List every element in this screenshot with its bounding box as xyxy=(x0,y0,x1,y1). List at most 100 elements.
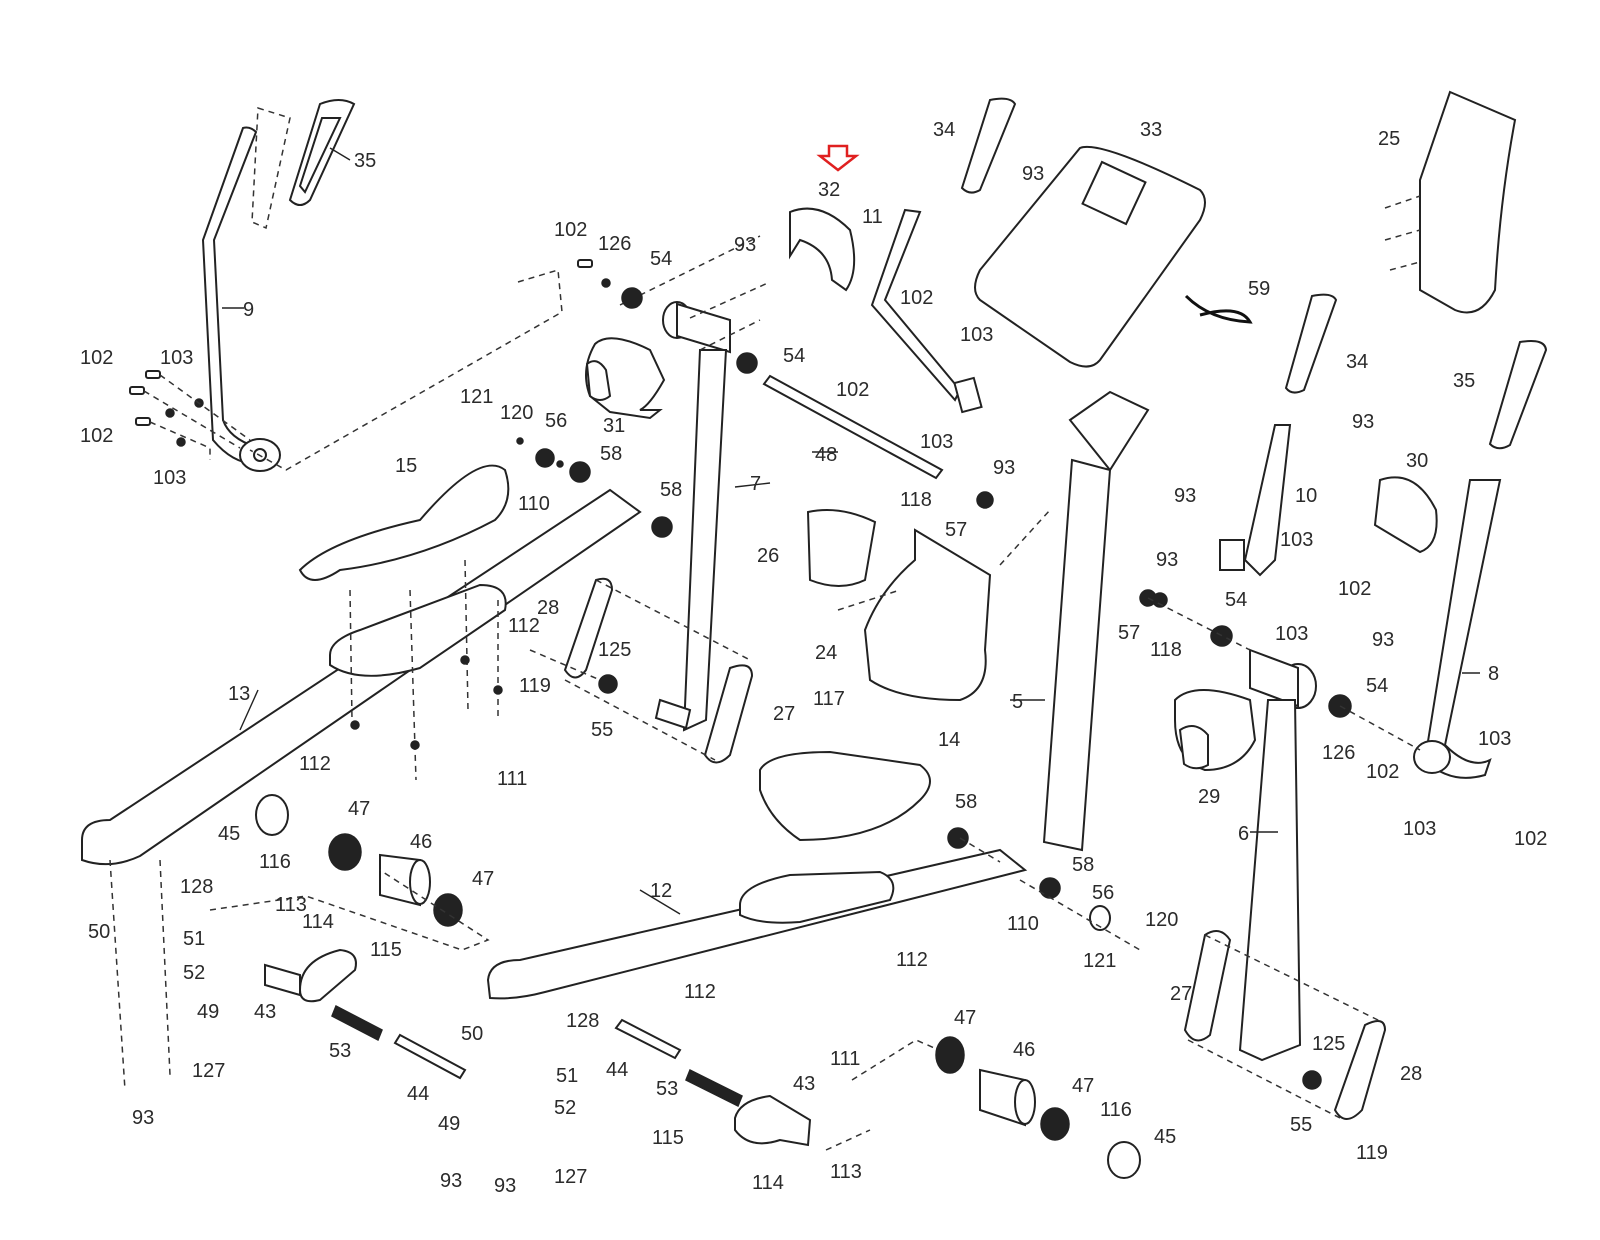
label: 57 xyxy=(945,519,967,541)
label: 112 xyxy=(508,615,540,637)
part-32-cover xyxy=(789,207,856,292)
part-28-cover-right xyxy=(1333,1020,1387,1120)
label: 115 xyxy=(370,939,402,961)
label: 34 xyxy=(933,119,955,141)
label: 93 xyxy=(1174,485,1196,507)
label: 127 xyxy=(192,1060,225,1082)
label: 31 xyxy=(603,415,625,437)
label: 50 xyxy=(88,921,110,943)
part-30-cover xyxy=(1373,476,1438,554)
label: 12 xyxy=(650,880,672,902)
label: 10 xyxy=(1295,485,1317,507)
part-6-arm xyxy=(1238,648,1317,1062)
part-45-cap xyxy=(255,794,289,836)
part-15-pedal xyxy=(298,464,510,581)
label: 48 xyxy=(815,444,837,466)
label: 28 xyxy=(537,597,559,619)
label: 26 xyxy=(757,545,779,567)
label: 57 xyxy=(1118,622,1140,644)
label: 34 xyxy=(1346,351,1368,373)
label: 111 xyxy=(497,768,527,790)
label: 103 xyxy=(960,324,993,346)
label: 15 xyxy=(395,455,417,477)
label: 45 xyxy=(218,823,240,845)
label: 102 xyxy=(900,287,933,309)
label: 120 xyxy=(1145,909,1178,931)
label: 103 xyxy=(153,467,186,489)
label: 6 xyxy=(1238,823,1249,845)
part-28-cover xyxy=(563,577,614,679)
label: 58 xyxy=(660,479,682,501)
part-5-upright xyxy=(1042,390,1150,852)
part-47-bearing-d xyxy=(1040,1107,1070,1141)
label: 102 xyxy=(1514,828,1547,850)
part-47-bearing-b xyxy=(433,893,463,927)
label: 125 xyxy=(598,639,631,661)
label: 116 xyxy=(259,851,291,873)
label: 11 xyxy=(862,206,883,228)
label: 44 xyxy=(606,1059,628,1081)
label: 103 xyxy=(1403,818,1436,840)
highlight-arrow-icon xyxy=(816,144,860,172)
label: 53 xyxy=(329,1040,351,1062)
part-35-grip-left xyxy=(288,99,356,206)
label: 51 xyxy=(556,1065,578,1087)
part-27-cover-right xyxy=(1183,930,1232,1042)
part-labels: 35 9 102 103 102 103 102 126 54 93 32 54… xyxy=(80,119,1547,1197)
label: 35 xyxy=(354,150,376,172)
label: 118 xyxy=(1150,639,1182,661)
label: 54 xyxy=(1225,589,1247,611)
label: 120 xyxy=(500,402,533,424)
part-43-crank-b xyxy=(734,1094,812,1147)
part-12-bar xyxy=(486,848,1028,1000)
part-34-grip-right xyxy=(1284,293,1338,394)
label: 46 xyxy=(1013,1039,1035,1061)
label: 93 xyxy=(1372,629,1394,651)
part-9-handle xyxy=(201,126,281,472)
label: 93 xyxy=(734,234,756,256)
part-34-grip-top xyxy=(960,97,1017,194)
part-24-shroud xyxy=(863,528,992,702)
label: 47 xyxy=(954,1007,976,1029)
label: 103 xyxy=(920,431,953,453)
label: 46 xyxy=(410,831,432,853)
label: 103 xyxy=(1275,623,1308,645)
part-59-cable xyxy=(1184,294,1253,324)
label: 55 xyxy=(1290,1114,1312,1136)
label: 102 xyxy=(554,219,587,241)
label: 126 xyxy=(1322,742,1355,764)
label: 113 xyxy=(830,1161,862,1183)
label: 49 xyxy=(197,1001,219,1023)
fasteners-left-group xyxy=(129,370,251,460)
label: 8 xyxy=(1488,663,1499,685)
part-7-arm xyxy=(654,301,731,732)
part-47-bearing-a xyxy=(328,833,362,871)
label: 52 xyxy=(554,1097,576,1119)
label: 5 xyxy=(1012,691,1023,713)
label: 52 xyxy=(183,962,205,984)
part-31-shroud xyxy=(585,337,666,420)
label: 7 xyxy=(750,473,761,495)
label: 35 xyxy=(1453,370,1475,392)
part-33-console xyxy=(974,145,1206,368)
label: 25 xyxy=(1378,128,1400,150)
part-27-cover xyxy=(703,664,754,764)
label: 102 xyxy=(836,379,869,401)
part-47-bearing-c xyxy=(935,1036,965,1074)
label: 93 xyxy=(993,457,1015,479)
label: 58 xyxy=(955,791,977,813)
label: 118 xyxy=(900,489,932,511)
label: 54 xyxy=(783,345,805,367)
label: 29 xyxy=(1198,786,1220,808)
label: 43 xyxy=(793,1073,815,1095)
part-14-pedal xyxy=(759,750,931,842)
label: 93 xyxy=(440,1170,462,1192)
label: 112 xyxy=(299,753,331,775)
label: 56 xyxy=(545,410,567,432)
label: 27 xyxy=(1170,983,1192,1005)
label: 93 xyxy=(1022,163,1044,185)
label: 58 xyxy=(600,443,622,465)
part-48-rod xyxy=(762,374,944,480)
label: 93 xyxy=(1352,411,1374,433)
label: 119 xyxy=(519,675,551,697)
